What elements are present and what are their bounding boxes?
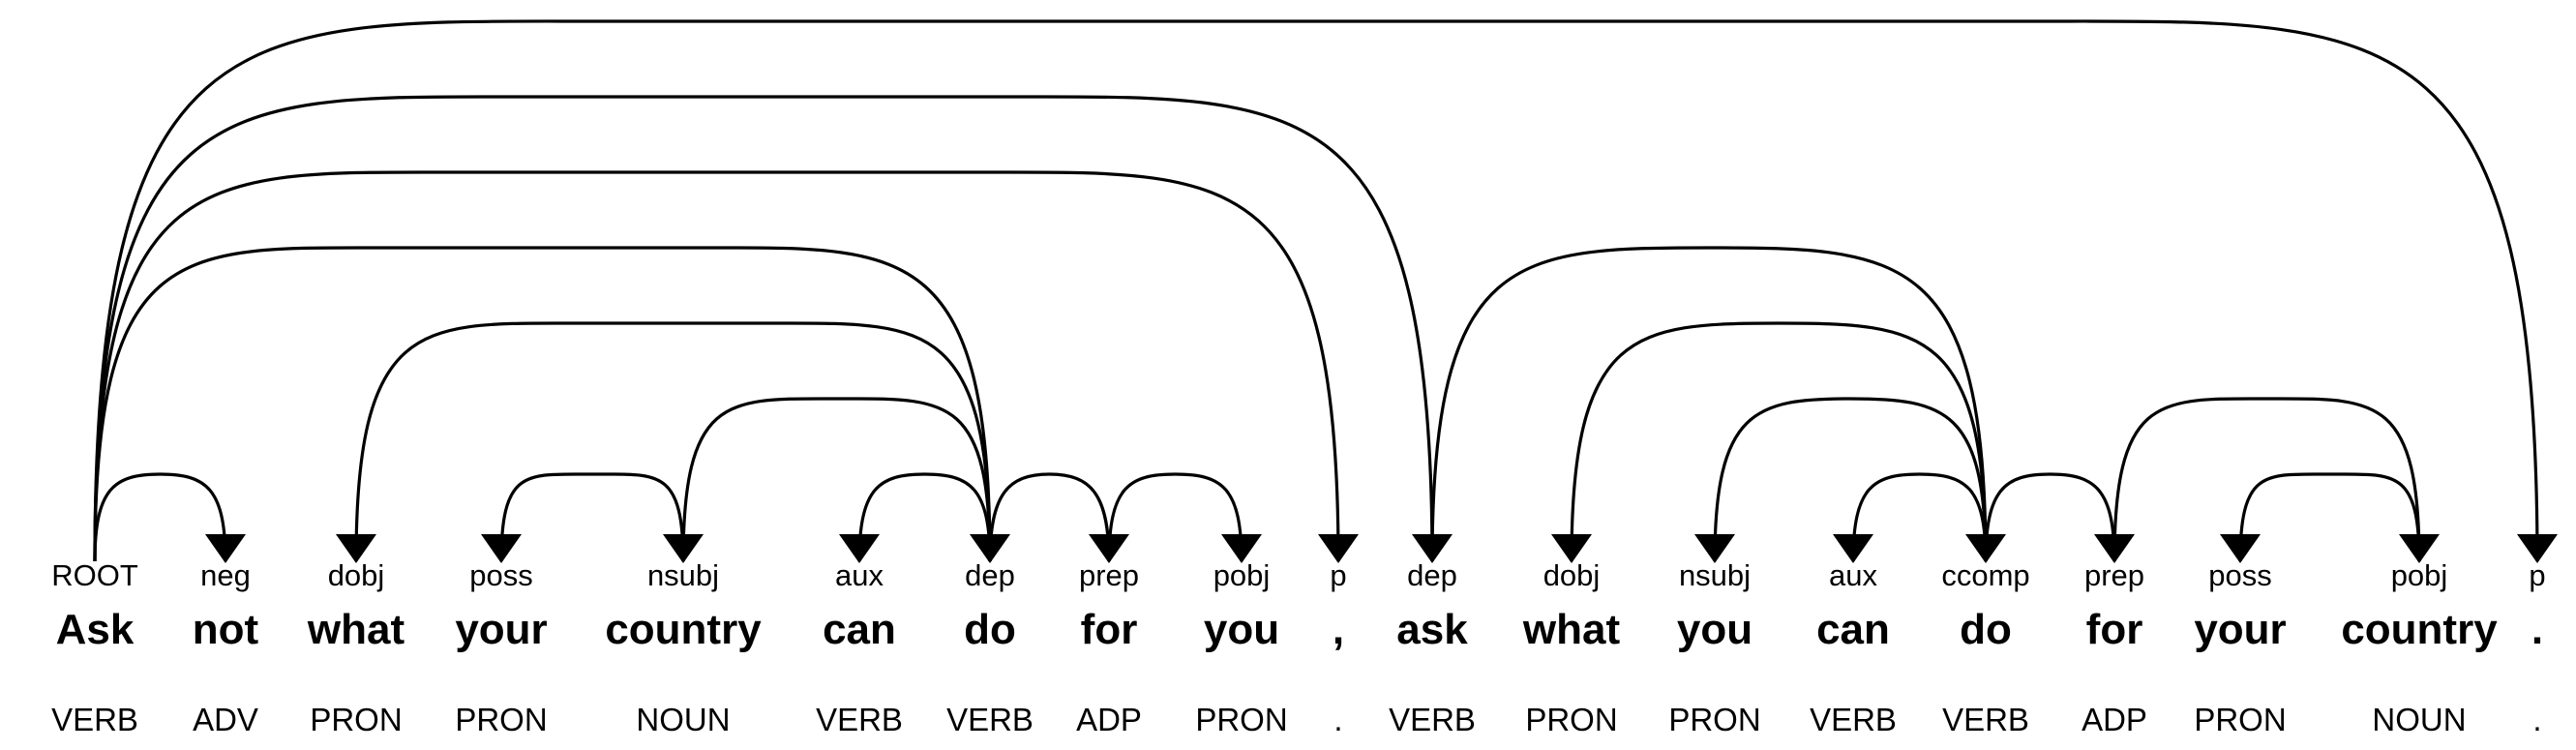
- arc-layer: [93, 19, 2558, 563]
- arc-label-10: dep: [1407, 558, 1457, 592]
- token-pos-12: PRON: [1668, 702, 1760, 737]
- arrowhead-poss-16: [2220, 534, 2261, 563]
- arc-label-17: pobj: [2391, 558, 2448, 592]
- token-word-2: what: [307, 606, 405, 653]
- arc-dep-0-6: [93, 246, 992, 562]
- arc-label-4: nsubj: [647, 558, 719, 592]
- token-pos-11: PRON: [1525, 702, 1617, 737]
- arc-label-5: aux: [835, 558, 884, 592]
- arc-label-1: neg: [200, 558, 251, 592]
- token-pos-5: VERB: [816, 702, 903, 737]
- token-pos-10: VERB: [1389, 702, 1476, 737]
- token-word-11: what: [1522, 606, 1621, 653]
- token-word-7: for: [1081, 606, 1138, 653]
- token-word-10: ask: [1396, 606, 1468, 653]
- token-word-9: ,: [1333, 606, 1344, 653]
- token-pos-0: VERB: [51, 702, 138, 737]
- arc-label-3: poss: [469, 558, 532, 592]
- arrowhead-aux-13: [1833, 534, 1873, 563]
- arc-prep-14-15: [1984, 472, 2116, 562]
- arc-label-6: dep: [965, 558, 1015, 592]
- arrowhead-dobj-11: [1551, 534, 1592, 563]
- token-word-1: not: [193, 606, 259, 653]
- arc-nsubj-6-4: [681, 397, 992, 562]
- token-pos-7: ADP: [1076, 702, 1142, 737]
- pos-tag-layer: VERB ADV PRON PRON NOUN VERB VERB ADP PRON. VERB P…: [51, 702, 2542, 737]
- arrowhead-pobj-8: [1221, 534, 1262, 563]
- word-layer: Ask not what your country can do for you, ask what…: [56, 606, 2543, 653]
- arrowhead-nsubj-12: [1694, 534, 1735, 563]
- token-pos-15: ADP: [2082, 702, 2147, 737]
- arc-poss-17-16: [2238, 472, 2421, 562]
- arc-prep-6-7: [988, 472, 1111, 562]
- token-word-17: country: [2341, 606, 2498, 653]
- arc-poss-4-3: [499, 472, 685, 562]
- token-word-8: you: [1204, 606, 1279, 653]
- arrowhead-nsubj-4: [663, 534, 704, 563]
- arc-dep-0-10: [93, 95, 1434, 562]
- arc-p-0-18: [93, 19, 2539, 562]
- arc-aux-14-13: [1851, 472, 1988, 562]
- arrowhead-pobj-17: [2399, 534, 2440, 563]
- token-word-4: country: [605, 606, 762, 653]
- arc-neg-0-1: [93, 472, 227, 562]
- token-word-6: do: [964, 606, 1016, 653]
- arc-pobj-7-8: [1107, 472, 1243, 562]
- token-word-18: .: [2531, 606, 2543, 653]
- token-pos-4: NOUN: [636, 702, 730, 737]
- token-pos-14: VERB: [1942, 702, 2029, 737]
- token-word-5: can: [823, 606, 896, 653]
- arrowhead-p-18: [2517, 534, 2558, 563]
- token-word-16: your: [2194, 606, 2286, 653]
- arc-label-7: prep: [1079, 558, 1139, 592]
- token-pos-13: VERB: [1810, 702, 1897, 737]
- token-word-15: for: [2086, 606, 2143, 653]
- arc-label-14: ccomp: [1941, 558, 2029, 592]
- arc-pobj-15-17: [2112, 397, 2421, 562]
- token-word-13: can: [1816, 606, 1890, 653]
- arc-ccomp-10-14: [1430, 246, 1988, 562]
- token-pos-9: .: [1333, 702, 1342, 737]
- token-pos-17: NOUN: [2372, 702, 2466, 737]
- arc-label-13: aux: [1829, 558, 1877, 592]
- token-word-0: Ask: [56, 606, 135, 653]
- token-word-12: you: [1677, 606, 1752, 653]
- token-word-3: your: [455, 606, 547, 653]
- arc-label-15: prep: [2084, 558, 2144, 592]
- arc-label-layer: ROOT neg dobj poss nsubj aux dep prep pobj p dep do…: [51, 558, 2545, 592]
- token-pos-3: PRON: [455, 702, 547, 737]
- arc-label-0: ROOT: [51, 558, 138, 592]
- arc-label-9: p: [1330, 558, 1346, 592]
- arc-label-18: p: [2529, 558, 2545, 592]
- arrowhead-p-9: [1318, 534, 1359, 563]
- arc-nsubj-14-12: [1713, 397, 1988, 562]
- arc-p-0-9: [93, 170, 1340, 562]
- arc-dobj-14-11: [1570, 321, 1988, 562]
- arrowhead-neg-1: [205, 534, 246, 563]
- arc-label-8: pobj: [1213, 558, 1271, 592]
- token-pos-18: .: [2532, 702, 2541, 737]
- token-word-14: do: [1960, 606, 2012, 653]
- arc-aux-6-5: [857, 472, 992, 562]
- token-pos-2: PRON: [310, 702, 402, 737]
- token-pos-16: PRON: [2194, 702, 2286, 737]
- token-pos-8: PRON: [1195, 702, 1287, 737]
- arrowhead-poss-3: [481, 534, 522, 563]
- arrowhead-dobj-2: [336, 534, 376, 563]
- arc-label-11: dobj: [1543, 558, 1601, 592]
- arrowhead-aux-5: [839, 534, 880, 563]
- arc-dobj-6-2: [354, 321, 992, 562]
- arc-label-12: nsubj: [1679, 558, 1751, 592]
- token-pos-1: ADV: [193, 702, 258, 737]
- token-pos-6: VERB: [946, 702, 1033, 737]
- arc-label-16: poss: [2208, 558, 2271, 592]
- arc-label-2: dobj: [328, 558, 385, 592]
